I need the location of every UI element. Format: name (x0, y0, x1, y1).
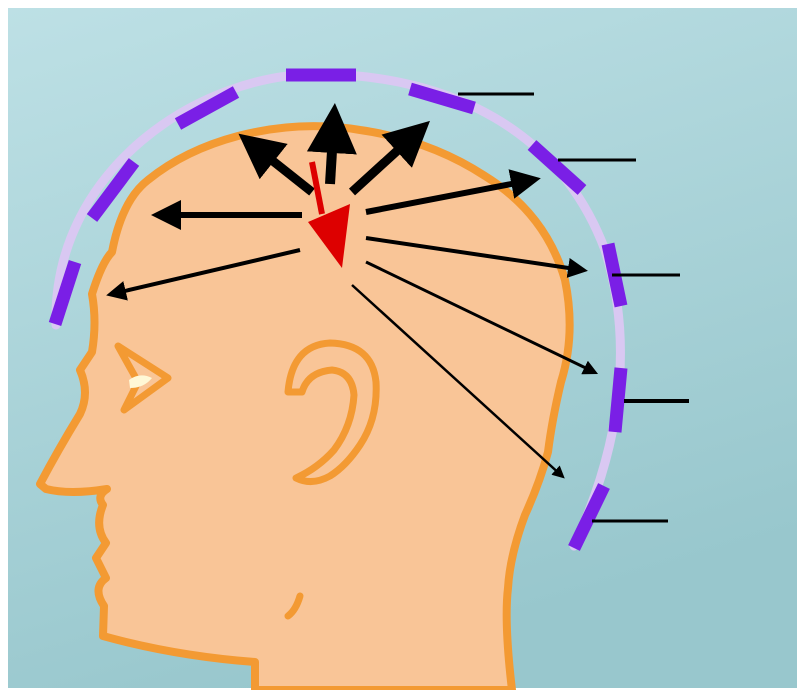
radiating-arrow (330, 118, 334, 184)
sensor-pad-icon (615, 368, 621, 432)
